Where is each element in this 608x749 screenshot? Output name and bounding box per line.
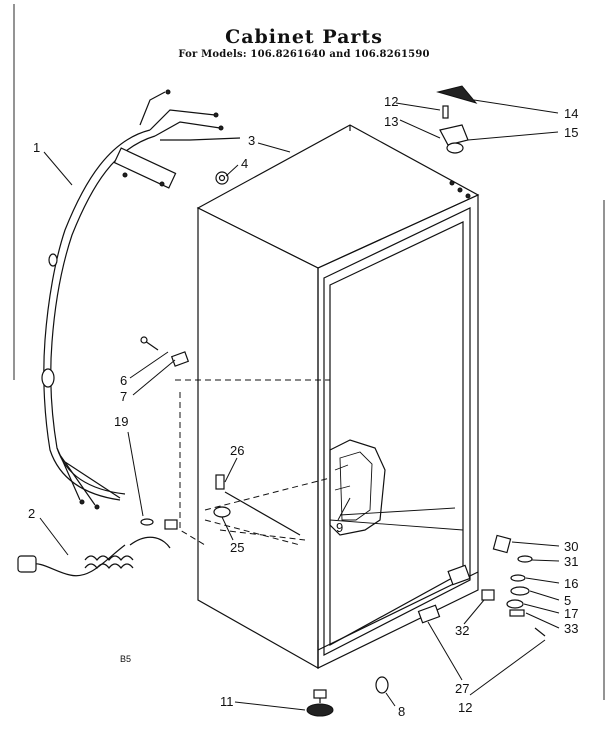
callout-label: 31 — [564, 554, 578, 569]
callout-label: 15 — [564, 125, 578, 140]
callout-label: 13 — [384, 114, 398, 129]
callout-label: 32 — [455, 623, 469, 638]
bottom-hinge-assembly — [447, 534, 546, 637]
callout-label: 2 — [28, 506, 35, 521]
plug-clip-part — [140, 518, 178, 530]
callout-label: 12 — [384, 94, 398, 109]
hinge-cover-part — [417, 604, 441, 624]
callout-label: 3 — [248, 133, 255, 148]
plug-button-part — [375, 676, 389, 694]
callout-label: 30 — [564, 539, 578, 554]
callout-label: 33 — [564, 621, 578, 636]
wire-harness-part — [41, 89, 241, 510]
clamp-and-screw-part — [140, 336, 190, 367]
corner-mark: B5 — [120, 654, 131, 664]
callout-label: 16 — [564, 576, 578, 591]
callout-label: 27 — [455, 681, 469, 696]
callout-labels: 1 2 3 4 3 4 5 6 7 8 9 11 12 13 14 15 16 … — [28, 94, 578, 719]
callout-label: 4 — [241, 156, 248, 171]
callout-label: 19 — [114, 414, 128, 429]
callout-label: 9 — [336, 520, 343, 535]
callout-label: 25 — [230, 540, 244, 555]
top-hinge-assembly — [436, 85, 478, 199]
hidden-wiring — [175, 379, 331, 546]
callout-label: 17 — [564, 606, 578, 621]
leader-lines — [39, 99, 560, 711]
callout-label: 14 — [564, 106, 578, 121]
page-title: Cabinet Parts — [225, 26, 383, 48]
grommet-part — [215, 171, 229, 185]
cabinet-body — [196, 124, 480, 670]
callout-label: 7 — [120, 389, 127, 404]
leveling-leg-part — [306, 689, 334, 717]
callout-label: 8 — [398, 704, 405, 719]
callout-label: 1 — [33, 140, 40, 155]
callout-label: 11 — [220, 694, 234, 709]
callout-label: 26 — [230, 443, 244, 458]
page-subtitle: For Models: 106.8261640 and 106.8261590 — [178, 49, 430, 60]
callout-label: 6 — [120, 373, 127, 388]
power-cord-part — [17, 536, 171, 577]
callout-label: 12 — [458, 700, 472, 715]
inner-recess — [329, 439, 386, 536]
callout-label: 5 — [564, 593, 571, 608]
